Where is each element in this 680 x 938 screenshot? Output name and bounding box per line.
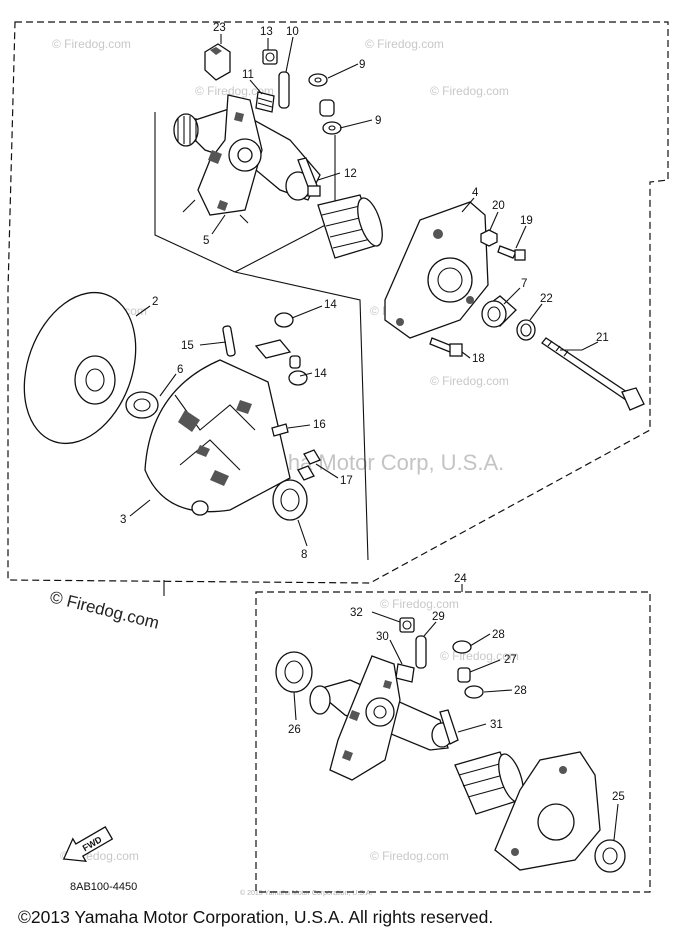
sub-assembly-bracket-2 (234, 271, 369, 561)
part-14-weight (254, 312, 308, 386)
watermark-firedog: © Firedog.com (380, 597, 459, 611)
part-30-bolt (395, 663, 415, 683)
part-31-bolt (439, 709, 459, 745)
part-22-circlip (516, 319, 536, 341)
watermark-firedog: © Firedog.com (430, 84, 509, 98)
callout-14: 14 (324, 299, 337, 311)
callout-9: 9 (375, 115, 381, 127)
callout-26: 26 (288, 724, 301, 736)
watermark-firedog: © Firedog.com (52, 37, 131, 51)
boot (317, 194, 383, 259)
callout-12: 12 (344, 168, 357, 180)
part-32-nut (399, 617, 415, 633)
part-7-bushing (481, 295, 517, 328)
callout-28: 28 (514, 685, 527, 697)
part-29-pin (415, 635, 427, 669)
part-16-screw (271, 423, 289, 437)
part-5-spider-shaft (173, 94, 321, 224)
callout-numbers: 23 13 10 11 9 9 12 5 4 20 19 7 22 21 2 1… (120, 22, 625, 803)
callout-10: 10 (286, 26, 299, 38)
callout-29: 29 (432, 611, 445, 623)
callout-23: 23 (213, 22, 226, 34)
callout-14: 14 (314, 368, 327, 380)
part-19-bolt (497, 245, 526, 261)
part-23-bracket (204, 43, 231, 81)
callout-25: 25 (612, 791, 625, 803)
part-20-nut (480, 229, 498, 247)
watermark-firedog: © Firedog.com (365, 37, 444, 51)
part-26-bushing (275, 651, 313, 693)
callout-2: 2 (152, 296, 158, 308)
callout-27: 27 (504, 654, 517, 666)
part-21-bolt (541, 337, 645, 411)
part-9-washer (308, 73, 342, 135)
watermark-firedog: © Firedog.com (370, 849, 449, 863)
main-assembly-boundary (7, 21, 669, 584)
callout-11: 11 (242, 69, 254, 81)
callout-15: 15 (181, 340, 194, 352)
part-10-pin (278, 71, 290, 109)
callout-22: 22 (540, 293, 553, 305)
boot-lower (454, 751, 524, 815)
part-13-nut (262, 49, 278, 65)
diagram-code: 8AB100-4450 (70, 881, 137, 893)
part-2-sheave (23, 291, 137, 445)
callout-5: 5 (203, 235, 209, 247)
part-25-bushing (594, 839, 626, 873)
callout-19: 19 (520, 215, 533, 227)
part-12-bolt (297, 157, 321, 197)
part-28-washer (452, 640, 484, 699)
part-15-pin (222, 325, 236, 357)
callout-16: 16 (313, 419, 326, 431)
part-11-bolt (255, 91, 275, 113)
part-17-slider (297, 449, 321, 481)
callout-24: 24 (454, 573, 467, 585)
part-3-movable-sheave (144, 359, 291, 516)
part-6-bushing (125, 391, 159, 419)
watermark-firedog: © Firedog.com (430, 374, 509, 388)
callout-6: 6 (177, 364, 183, 376)
part-cover-lower (494, 751, 601, 871)
callout-13: 13 (260, 26, 273, 38)
callout-3: 3 (120, 514, 126, 526)
watermark-bottom-small: © 2013 Yamaha Motor Corporation, U.S.A. (240, 889, 373, 897)
callout-28: 28 (492, 629, 505, 641)
part-spider-shaft-lower (309, 655, 453, 781)
firedog-stamp-text: © Firedog.com (48, 587, 161, 632)
callout-8: 8 (301, 549, 307, 561)
leader-lines (129, 34, 619, 841)
callout-21: 21 (596, 332, 609, 344)
callout-9: 9 (359, 59, 365, 71)
part-8-bushing (272, 479, 308, 521)
callout-18: 18 (472, 353, 485, 365)
callout-7: 7 (521, 278, 527, 290)
firedog-stamp: © Firedog.com (48, 587, 161, 632)
part-4-cover (384, 201, 489, 339)
callout-4: 4 (472, 187, 479, 199)
watermark-firedog: © Firedog.com (195, 84, 274, 98)
callout-20: 20 (492, 200, 505, 212)
kit-24-boundary (255, 591, 651, 893)
part-18-bolt (429, 337, 463, 357)
callout-32: 32 (350, 607, 363, 619)
callout-17: 17 (340, 475, 353, 487)
callout-30: 30 (376, 631, 389, 643)
callout-31: 31 (490, 719, 503, 731)
copyright-footer: ©2013 Yamaha Motor Corporation, U.S.A. A… (18, 907, 494, 927)
